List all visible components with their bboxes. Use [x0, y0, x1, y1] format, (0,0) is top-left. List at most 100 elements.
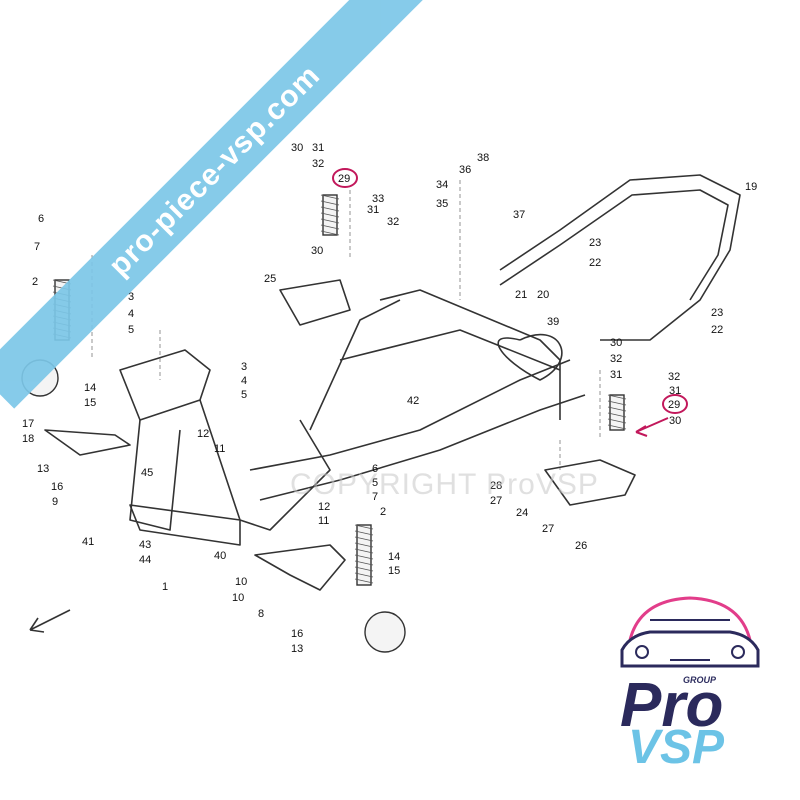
part-label-4: 4 [241, 375, 247, 387]
part-label-22: 22 [711, 324, 723, 336]
part-label-31: 31 [312, 142, 324, 154]
logo-group-text: GROUP [683, 675, 717, 685]
part-label-32: 32 [668, 371, 680, 383]
highlight-ring-icon [662, 394, 688, 414]
shock-rear-right-coil [607, 412, 627, 418]
shock-rear-right-coil [607, 400, 627, 406]
part-label-35: 35 [436, 198, 448, 210]
shock-front-right-coil [354, 536, 374, 542]
part-label-14: 14 [388, 551, 400, 563]
shock-front-right-coil [354, 554, 374, 560]
shock-rear-right-coil [607, 406, 627, 412]
part-label-6: 6 [38, 213, 44, 225]
part-label-11: 11 [214, 443, 225, 455]
part-label-13: 13 [37, 463, 49, 475]
part-label-31: 31 [610, 369, 622, 381]
part-label-43: 43 [139, 539, 151, 551]
part-label-9: 9 [52, 496, 58, 508]
part-label-4: 4 [128, 308, 134, 320]
part-label-5: 5 [128, 324, 134, 336]
part-label-42: 42 [407, 395, 419, 407]
part-label-24: 24 [516, 507, 528, 519]
shock-rear-left-coil [320, 212, 340, 218]
part-label-25: 25 [264, 273, 276, 285]
logo-vsp-text: VSP [628, 721, 725, 774]
part-label-2: 2 [32, 276, 38, 288]
part-label-32: 32 [387, 216, 399, 228]
roll-bar-19 [499, 174, 741, 341]
shock-front-right-coil [354, 578, 374, 584]
part-label-20: 20 [537, 289, 549, 301]
part-label-15: 15 [84, 397, 96, 409]
shock-front-right-coil [354, 524, 374, 530]
part-label-41: 41 [82, 536, 94, 548]
part-label-6: 6 [372, 463, 378, 475]
part-label-38: 38 [477, 152, 489, 164]
part-label-33: 33 [372, 193, 384, 205]
shock-front-right-coil [354, 530, 374, 536]
part-label-13: 13 [291, 643, 303, 655]
front-hub-right [364, 611, 406, 653]
shock-rear-left-coil [320, 200, 340, 206]
rear-frame-diagonal [309, 299, 401, 431]
part-label-11: 11 [318, 515, 329, 527]
rear-mount-25 [279, 279, 351, 326]
shock-rear-left-coil [320, 206, 340, 212]
part-label-21: 21 [515, 289, 527, 301]
highlight-arrow-icon [635, 417, 669, 437]
part-label-23: 23 [711, 307, 723, 319]
lower-arm-8 [254, 544, 346, 591]
car-outline-icon [620, 596, 760, 668]
center-tube-lower [259, 394, 586, 501]
part-label-31: 31 [669, 385, 681, 397]
front-crossmember [119, 349, 211, 421]
part-label-37: 37 [513, 209, 525, 221]
logo-pro-text: Pro [620, 671, 724, 740]
shock-rear-left-coil [320, 218, 340, 224]
part-label-1: 1 [162, 581, 168, 593]
shock-rear-right [609, 394, 625, 431]
part-label-8: 8 [258, 608, 264, 620]
part-label-30: 30 [610, 337, 622, 349]
part-label-44: 44 [139, 554, 151, 566]
part-label-12: 12 [318, 501, 330, 513]
copyright-watermark: COPYRIGHT ProVSP [290, 468, 599, 501]
shock-front-right-coil [354, 542, 374, 548]
part-label-45: 45 [141, 467, 153, 479]
part-label-29: 29 [338, 173, 350, 185]
shock-rear-left-coil [320, 194, 340, 200]
part-label-18: 18 [22, 433, 34, 445]
shock-front-right-coil [354, 548, 374, 554]
center-tube-upper [249, 359, 571, 471]
shock-front-right-coil [354, 560, 374, 566]
part-label-23: 23 [589, 237, 601, 249]
part-label-40: 40 [214, 550, 226, 562]
part-label-3: 3 [241, 361, 247, 373]
skid-plate-1 [129, 504, 241, 546]
rear-mount-24 [544, 459, 636, 506]
part-label-16: 16 [291, 628, 303, 640]
part-label-10: 10 [232, 592, 244, 604]
direction-arrow-icon [29, 609, 71, 633]
part-label-36: 36 [459, 164, 471, 176]
part-label-32: 32 [312, 158, 324, 170]
part-label-34: 34 [436, 179, 448, 191]
part-number-labels: 1234567891011121314151617181920212223242… [22, 142, 757, 655]
shock-rear-right-coil [607, 394, 627, 400]
part-label-27: 27 [542, 523, 554, 535]
shock-rear-left-coil [320, 224, 340, 230]
part-label-26: 26 [575, 540, 587, 552]
provsp-logo: GROUP Pro VSP [600, 580, 780, 780]
shock-front-right-coil [354, 572, 374, 578]
part-label-30: 30 [669, 415, 681, 427]
shock-rear-left-coil [320, 230, 340, 236]
part-label-14: 14 [84, 382, 96, 394]
rear-crossmember [339, 329, 561, 371]
highlight-ring-icon [332, 168, 358, 188]
rear-frame-left [379, 289, 561, 420]
part-label-17: 17 [22, 418, 34, 430]
part-label-31: 31 [367, 204, 379, 216]
part-label-16: 16 [51, 481, 63, 493]
